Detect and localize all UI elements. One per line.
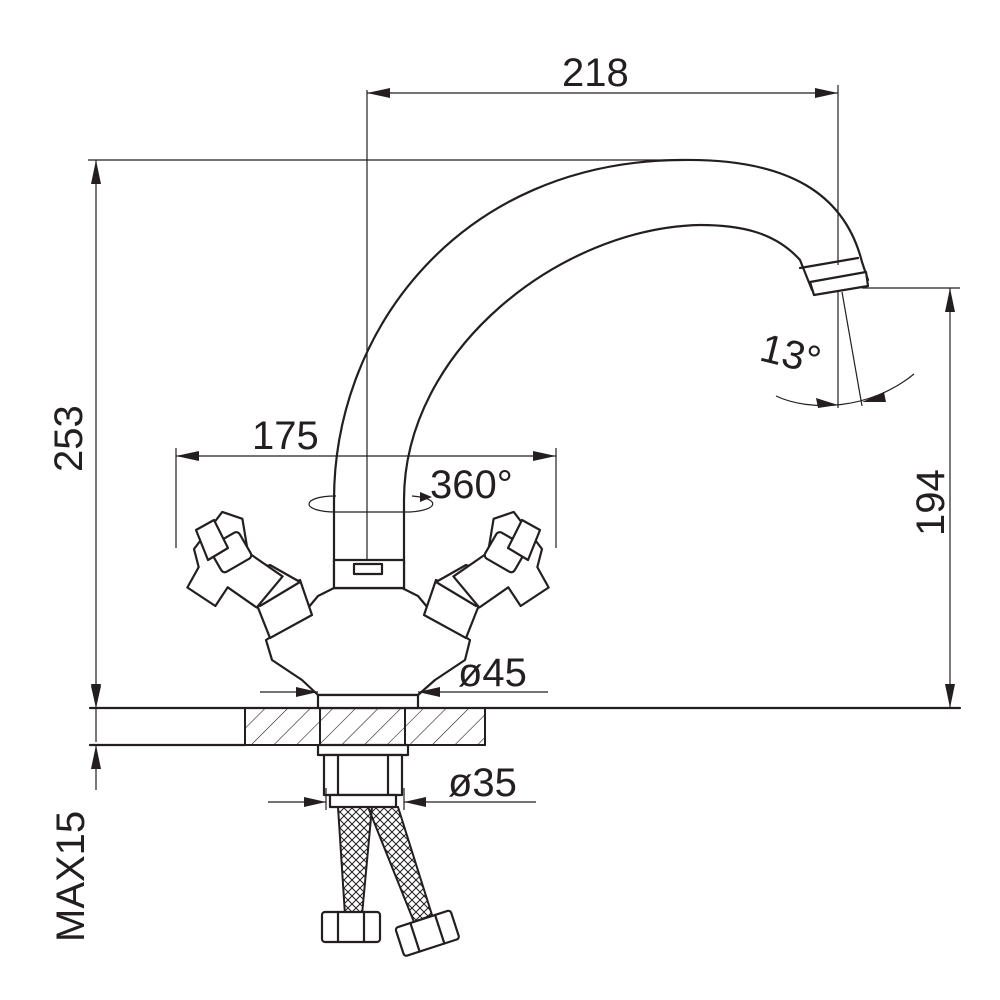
dimension-outlet-height: 194	[862, 287, 960, 708]
outlet-height-label: 194	[909, 469, 953, 536]
mounting-nut	[316, 743, 410, 809]
spout-angle-label: 13°	[756, 326, 825, 383]
flexible-hose-right	[366, 806, 460, 957]
countertop-section-left	[244, 707, 321, 746]
countertop-section-right	[404, 707, 486, 746]
dimension-base-diameter: ø45	[260, 651, 548, 697]
countertop	[88, 706, 962, 747]
thread-diameter-label: ø35	[448, 761, 517, 805]
max-countertop-label: MAX15	[49, 811, 93, 942]
dimension-handle-span: 175	[175, 414, 557, 548]
dimension-max-countertop: MAX15	[49, 686, 101, 942]
spout	[332, 158, 870, 590]
handle-span-label: 175	[252, 414, 319, 458]
total-height-label: 253	[47, 405, 91, 472]
handle-left	[186, 510, 314, 640]
mounting-shank	[319, 707, 406, 746]
handle-right	[422, 510, 550, 640]
flexible-hose-left	[320, 806, 382, 944]
dimension-spout-reach: 218	[367, 51, 839, 265]
dimension-spout-angle: 13°	[756, 290, 915, 408]
rotation-indicator: 360°	[308, 90, 513, 560]
rotation-label: 360°	[430, 463, 513, 507]
dimension-thread-diameter: ø35	[268, 761, 536, 810]
spout-reach-label: 218	[562, 51, 629, 95]
faucet-body	[264, 586, 472, 710]
base-diameter-label: ø45	[458, 651, 527, 695]
